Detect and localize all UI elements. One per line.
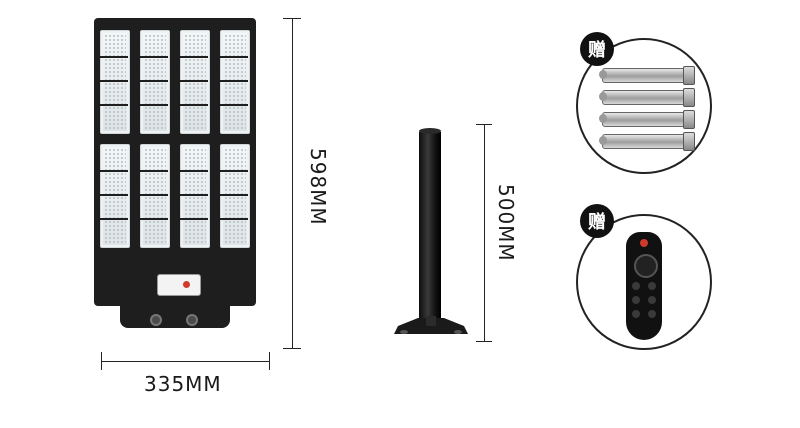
panel-divider: [140, 104, 168, 106]
panel-divider: [180, 170, 208, 172]
panel-divider: [180, 218, 208, 220]
solar-led-panel: [180, 30, 210, 134]
remote-control-icon: [626, 232, 662, 340]
solar-led-panel: [140, 30, 170, 134]
gift-badge-1: 赠: [580, 32, 614, 66]
height-dimension-label: 598MM: [306, 148, 330, 226]
panel-divider: [140, 218, 168, 220]
pole-dimension-tick-top: [476, 124, 492, 125]
pole-dimension-line: [484, 124, 485, 342]
pole-base-plate: [394, 316, 468, 334]
panel-divider: [140, 194, 168, 196]
mount-screw-right: [186, 314, 198, 326]
panel-divider: [180, 80, 208, 82]
pole-dimension-tick-bottom: [476, 341, 492, 342]
remote-dpad: [634, 254, 658, 278]
width-dimension-label: 335MM: [144, 372, 222, 396]
solar-led-panel: [100, 30, 130, 134]
panel-divider: [220, 80, 248, 82]
panel-divider: [220, 56, 248, 58]
panel-divider: [220, 218, 248, 220]
panel-divider: [180, 56, 208, 58]
solar-led-panel: [220, 30, 250, 134]
remote-button: [632, 296, 640, 304]
bolt-2: [599, 88, 695, 107]
panel-divider: [100, 218, 128, 220]
panel-divider: [220, 104, 248, 106]
pole-dimension-label: 500MM: [494, 184, 518, 262]
panel-divider: [100, 56, 128, 58]
panel-divider: [140, 170, 168, 172]
bolt-4: [599, 132, 695, 151]
width-dimension-tick-right: [269, 352, 270, 370]
height-dimension-tick-top: [283, 18, 301, 19]
mount-screw-left: [150, 314, 162, 326]
bolt-3: [599, 110, 695, 129]
sensor-module: [157, 274, 201, 296]
panel-divider: [100, 80, 128, 82]
panel-grid: [94, 18, 256, 306]
height-dimension-tick-bottom: [283, 348, 301, 349]
pole-tube: [419, 132, 441, 324]
panel-divider: [100, 104, 128, 106]
solar-led-panel: [220, 144, 250, 248]
sensor-indicator: [183, 281, 190, 288]
solar-led-panel: [140, 144, 170, 248]
gift-badge-2: 赠: [580, 204, 614, 238]
height-dimension-line: [292, 18, 293, 349]
panel-divider: [180, 194, 208, 196]
panel-divider: [140, 56, 168, 58]
panel-divider: [180, 104, 208, 106]
pole-top: [419, 128, 441, 134]
panel-divider: [100, 194, 128, 196]
solar-led-panel: [100, 144, 130, 248]
remote-button: [648, 310, 656, 318]
remote-button: [632, 282, 640, 290]
panel-divider: [220, 170, 248, 172]
remote-button: [632, 310, 640, 318]
width-dimension-tick-left: [101, 352, 102, 370]
remote-button: [648, 296, 656, 304]
solar-led-panel: [180, 144, 210, 248]
bolt-1: [599, 66, 695, 85]
remote-power-button: [640, 239, 648, 247]
remote-button: [648, 282, 656, 290]
panel-divider: [220, 194, 248, 196]
width-dimension-line: [101, 361, 270, 362]
panel-divider: [100, 170, 128, 172]
panel-divider: [140, 80, 168, 82]
